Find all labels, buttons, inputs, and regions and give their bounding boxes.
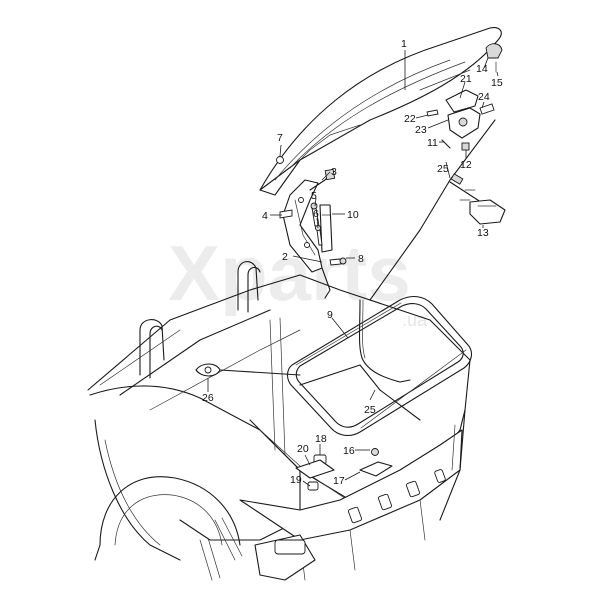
callouts: 1 2 3 4 5 6 7 8 9 10 11 12 13 14 15 16 1… (202, 38, 503, 487)
loose-parts (195, 363, 393, 491)
callout-2: 2 (282, 251, 288, 263)
callout-26: 26 (202, 392, 214, 404)
callout-22: 22 (404, 113, 416, 125)
callout-1: 1 (401, 38, 407, 50)
callout-18: 18 (315, 433, 327, 445)
callout-3: 3 (331, 166, 337, 178)
callout-10: 10 (347, 209, 359, 221)
callout-4: 4 (262, 210, 268, 222)
callout-8: 8 (358, 253, 364, 265)
callout-12: 12 (460, 159, 472, 171)
car-body (87, 274, 471, 581)
callout-9: 9 (327, 309, 333, 321)
callout-15: 15 (491, 77, 503, 89)
callout-14: 14 (476, 63, 488, 75)
callout-25-lower: 25 (364, 404, 376, 416)
callout-6: 6 (313, 208, 319, 220)
lock-assembly (276, 43, 506, 225)
callout-13: 13 (477, 227, 489, 239)
callout-5: 5 (311, 190, 317, 202)
callout-24: 24 (478, 91, 490, 103)
callout-20: 20 (297, 443, 309, 455)
callout-7: 7 (277, 132, 283, 144)
watermark-domain: .ua (402, 310, 428, 330)
leader-lines (207, 50, 499, 487)
callout-11: 11 (427, 137, 438, 149)
hinge-assembly (279, 168, 347, 299)
callout-16: 16 (343, 445, 355, 457)
callout-17: 17 (333, 475, 345, 487)
weatherstrip-seal (286, 295, 473, 437)
callout-19: 19 (290, 474, 302, 486)
roll-bars (139, 261, 261, 379)
callout-23: 23 (415, 124, 427, 136)
callout-25-upper: 25 (437, 163, 449, 175)
trunk-lid (259, 27, 502, 196)
callout-21: 21 (460, 73, 472, 85)
